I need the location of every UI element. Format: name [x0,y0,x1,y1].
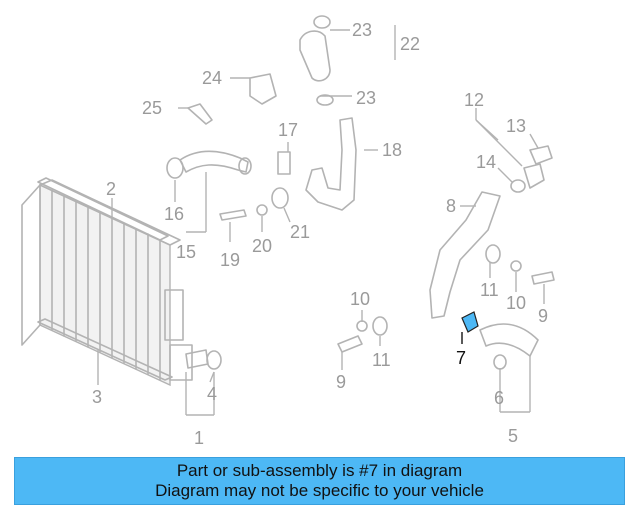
callout-15: 15 [176,242,196,262]
bolt-25 [187,103,213,125]
callout-7: 7 [456,348,466,368]
leader-lines [97,25,545,416]
callout-11-right: 11 [480,280,499,300]
callout-18: 18 [382,140,402,160]
intercooler [21,179,193,387]
callout-21: 21 [290,222,310,242]
grommet-11-center [372,316,388,336]
hose-clamp-ring [166,157,184,179]
callout-10-center: 10 [350,289,370,309]
callout-22: 22 [400,34,420,54]
callout-5: 5 [508,426,518,446]
callout-23-mid: 23 [356,88,376,108]
callout-1: 1 [194,428,204,448]
callout-labels: 1 2 3 4 5 6 7 8 9 9 10 10 11 11 12 13 14… [92,20,548,448]
callout-6: 6 [494,388,504,408]
callout-24: 24 [202,68,222,88]
callout-23-top: 23 [352,20,372,40]
clamp-14 [510,179,526,193]
bolt-9-right [531,271,555,285]
info-banner: Part or sub-assembly is #7 in diagram Di… [14,457,625,505]
parts-diagram: 1 2 3 4 5 6 7 8 9 9 10 10 11 11 12 13 14… [21,15,555,448]
charge-hose-8 [429,191,501,319]
callout-4: 4 [207,384,217,404]
charge-hose-16 [179,150,249,173]
callout-3: 3 [92,387,102,407]
bolt-19 [219,209,247,221]
charge-pipe-18 [305,117,357,211]
outlet-pipe-1 [185,349,209,369]
callout-16: 16 [164,204,184,224]
bolt-9-center [337,335,363,353]
grommet-11-right [485,244,501,264]
callout-14: 14 [476,152,496,172]
banner-part-text: Part or sub-assembly is #7 in diagram [176,461,463,480]
bracket-17 [277,151,291,175]
callout-17: 17 [278,120,298,140]
clamp-6 [493,354,507,370]
callout-12: 12 [464,90,484,110]
grommet-21 [271,187,289,209]
banner-disclaimer-text: Diagram may not be specific to your vehi… [155,481,484,500]
callout-25: 25 [142,98,162,118]
callout-20: 20 [252,236,272,256]
nut-20 [256,204,268,216]
callout-9-center: 9 [336,372,346,392]
callout-2: 2 [106,179,116,199]
nut-10-right [510,260,522,272]
lower-seal-strip [37,318,173,381]
upper-hose-22 [299,30,331,82]
upper-seal-strip [37,177,169,241]
callout-11-center: 11 [372,350,391,370]
callout-13: 13 [506,116,526,136]
clamp-4 [206,350,222,370]
part-7-highlighted [461,311,479,333]
hose-13 [529,145,553,165]
callout-8: 8 [446,196,456,216]
callout-10-right: 10 [506,293,526,313]
callout-19: 19 [220,250,240,270]
lower-hose-5 [479,323,539,357]
sensor-24 [249,73,277,105]
nut-10-center [356,320,368,332]
callout-9-right: 9 [538,306,548,326]
